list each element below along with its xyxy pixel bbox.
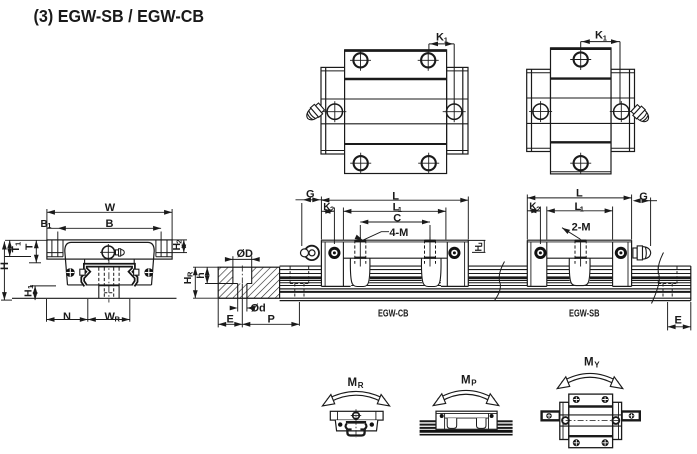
svg-text:2: 2 — [174, 240, 183, 244]
svg-text:R: R — [186, 271, 195, 277]
svg-text:1: 1 — [398, 205, 402, 214]
svg-text:2: 2 — [330, 205, 334, 214]
svg-text:T: T — [24, 243, 36, 250]
svg-text:E: E — [675, 315, 682, 327]
svg-text:B: B — [41, 219, 48, 230]
svg-text:R: R — [115, 315, 121, 324]
svg-text:2-M: 2-M — [572, 222, 591, 234]
svg-text:1: 1 — [47, 221, 51, 230]
svg-text:L: L — [576, 187, 583, 199]
svg-text:R: R — [358, 381, 364, 390]
svg-text:H: H — [23, 289, 35, 297]
svg-text:H: H — [171, 243, 183, 251]
svg-text:H: H — [0, 262, 11, 270]
svg-text:N: N — [63, 311, 71, 323]
svg-text:2: 2 — [536, 204, 540, 213]
svg-text:1: 1 — [580, 205, 584, 214]
svg-text:1: 1 — [14, 242, 23, 246]
svg-text:1: 1 — [603, 34, 607, 43]
svg-text:W: W — [105, 311, 116, 323]
svg-text:1: 1 — [26, 285, 35, 289]
svg-text:K: K — [323, 202, 331, 213]
svg-text:H: H — [182, 277, 194, 285]
svg-text:E: E — [227, 314, 234, 326]
svg-text:Ød: Ød — [251, 303, 266, 315]
svg-text:M: M — [461, 375, 471, 387]
svg-text:M: M — [348, 377, 358, 389]
svg-text:L: L — [393, 202, 400, 214]
svg-text:4-M: 4-M — [389, 227, 408, 239]
svg-text:K: K — [436, 32, 444, 44]
svg-text:EGW-CB: EGW-CB — [378, 308, 409, 320]
svg-text:Y: Y — [594, 361, 600, 370]
svg-text:K: K — [529, 202, 537, 213]
svg-text:M: M — [584, 357, 594, 369]
svg-text:h: h — [195, 272, 207, 278]
svg-text:T: T — [10, 246, 22, 253]
svg-text:ØD: ØD — [237, 248, 254, 260]
svg-text:G: G — [639, 191, 648, 203]
svg-text:1: 1 — [444, 36, 448, 45]
svg-text:L: L — [575, 201, 582, 213]
svg-text:C: C — [393, 212, 401, 224]
svg-text:G: G — [306, 189, 315, 201]
svg-text:EGW-SB: EGW-SB — [569, 308, 600, 320]
svg-text:P: P — [268, 314, 275, 326]
svg-text:W: W — [105, 202, 116, 214]
svg-text:(3) EGW-SB / EGW-CB: (3) EGW-SB / EGW-CB — [34, 6, 205, 26]
svg-text:P: P — [471, 379, 477, 388]
svg-text:K: K — [595, 30, 603, 42]
svg-text:H: H — [474, 245, 484, 252]
svg-text:B: B — [106, 218, 114, 230]
svg-text:L: L — [392, 191, 399, 203]
